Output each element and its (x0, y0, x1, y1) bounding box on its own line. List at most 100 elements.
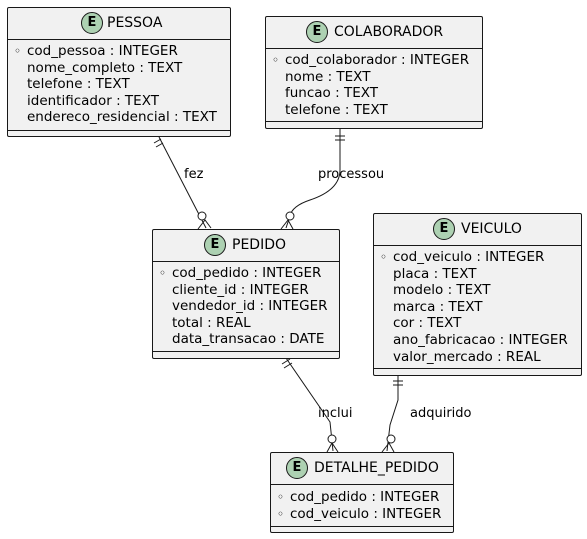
attribute-row: ◦cod_veiculo : INTEGER (271, 506, 453, 523)
entity-icon: E (286, 457, 308, 479)
divider (374, 368, 581, 369)
attribute-text: telefone : TEXT (27, 76, 130, 93)
attribute-row: nome_completo : TEXT (8, 60, 230, 77)
edge-processou-zero (285, 211, 295, 221)
attribute-text: placa : TEXT (393, 265, 477, 282)
entity-pessoa-title: PESSOA (107, 15, 163, 31)
entity-pedido-attributes: ◦ cod_pedido : INTEGER cliente_id : INTEG… (153, 265, 339, 348)
entity-pessoa-attributes: ◦ cod_pessoa : INTEGER nome_completo : TE… (8, 43, 230, 126)
attribute-text: data_transacao : DATE (172, 331, 325, 348)
edge-inclui-crow (326, 442, 339, 453)
entity-detalhe-pedido-title: DETALHE_PEDIDO (314, 460, 439, 476)
entity-veiculo-header: E VEICULO (374, 214, 581, 245)
edge-fez-one-bar2 (155, 142, 164, 148)
edge-processou-crow (280, 219, 294, 230)
attribute-row: modelo : TEXT (374, 282, 581, 299)
entity-icon: E (433, 218, 455, 240)
attribute-row: marca : TEXT (374, 299, 581, 316)
divider (8, 130, 230, 131)
entity-pedido[interactable]: E PEDIDO ◦ cod_pedido : INTEGER cliente_i… (152, 229, 340, 359)
divider (271, 484, 453, 485)
attribute-row: vendedor_id : INTEGER (153, 298, 339, 315)
entity-pessoa[interactable]: E PESSOA ◦ cod_pessoa : INTEGER nome_comp… (7, 7, 231, 137)
entity-colaborador[interactable]: E COLABORADOR ◦cod_colaborador : INTEGER… (265, 16, 483, 129)
attribute-row: funcao : TEXT (266, 85, 482, 102)
primary-key-icon: ◦ (380, 250, 388, 264)
entity-veiculo[interactable]: E VEICULO ◦ cod_veiculo : INTEGER placa :… (373, 213, 582, 376)
entity-detalhe-pedido-header: E DETALHE_PEDIDO (271, 453, 453, 484)
attribute-row: telefone : TEXT (266, 102, 482, 119)
entity-veiculo-attributes: ◦ cod_veiculo : INTEGER placa : TEXT mode… (374, 249, 581, 365)
attribute-row: ◦ cod_veiculo : INTEGER (374, 249, 581, 266)
attribute-text: endereco_residencial : TEXT (27, 109, 217, 126)
entity-icon: E (81, 12, 103, 34)
divider (271, 526, 453, 527)
attribute-text: funcao : TEXT (285, 85, 378, 102)
primary-key-icon: ◦ (277, 506, 285, 521)
entity-detalhe-pedido[interactable]: E DETALHE_PEDIDO ◦cod_pedido : INTEGER ◦… (270, 452, 454, 533)
label-processou: processou (318, 167, 385, 182)
attribute-row: ano_fabricacao : INTEGER (374, 332, 581, 349)
attribute-row: identificador : TEXT (8, 93, 230, 110)
attribute-text: ano_fabricacao : INTEGER (393, 331, 568, 348)
edge-fez-one-bar1 (153, 138, 162, 144)
edge-adquirido-zero (386, 434, 396, 444)
attribute-text: cod_pessoa : INTEGER (27, 43, 178, 59)
attribute-text: cor : TEXT (393, 315, 462, 332)
entity-detalhe-pedido-attributes: ◦cod_pedido : INTEGER ◦cod_veiculo : INT… (271, 489, 453, 522)
attribute-row: ◦cod_colaborador : INTEGER (266, 52, 482, 69)
attribute-text: cod_pedido : INTEGER (172, 265, 322, 281)
attribute-row: ◦ cod_pedido : INTEGER (153, 265, 339, 282)
primary-key-icon: ◦ (14, 44, 22, 58)
divider (153, 351, 339, 352)
attribute-row: cor : TEXT (374, 315, 581, 332)
attribute-text: identificador : TEXT (27, 92, 159, 109)
label-inclui: inclui (318, 406, 353, 421)
divider (266, 121, 482, 122)
attribute-text: cod_pedido : INTEGER (290, 489, 440, 505)
attribute-text: vendedor_id : INTEGER (172, 298, 328, 315)
attribute-text: nome : TEXT (285, 68, 371, 85)
attribute-text: cod_veiculo : INTEGER (393, 249, 545, 265)
attribute-row: endereco_residencial : TEXT (8, 109, 230, 126)
attribute-text: nome_completo : TEXT (27, 59, 183, 76)
attribute-text: cod_colaborador : INTEGER (285, 52, 470, 68)
attribute-text: telefone : TEXT (285, 101, 388, 118)
entity-icon: E (306, 21, 328, 43)
entity-colaborador-header: E COLABORADOR (266, 17, 482, 48)
attribute-row: ◦ cod_pessoa : INTEGER (8, 43, 230, 60)
entity-pedido-title: PEDIDO (232, 237, 286, 253)
attribute-row: total : REAL (153, 315, 339, 332)
attribute-text: valor_mercado : REAL (393, 348, 541, 365)
divider (8, 39, 230, 40)
entity-colaborador-attributes: ◦cod_colaborador : INTEGER nome : TEXT f… (266, 52, 482, 118)
edge-inclui-zero (327, 434, 337, 444)
attribute-row: placa : TEXT (374, 266, 581, 283)
edge-fez (158, 136, 207, 229)
attribute-row: ◦cod_pedido : INTEGER (271, 489, 453, 506)
attribute-row: valor_mercado : REAL (374, 349, 581, 366)
label-fez: fez (184, 167, 204, 182)
entity-icon: E (204, 234, 226, 256)
label-adquirido: adquirido (410, 406, 472, 421)
entity-pessoa-header: E PESSOA (8, 8, 230, 39)
edge-inclui-one-bar2 (283, 362, 293, 369)
primary-key-icon: ◦ (159, 266, 167, 280)
attribute-row: telefone : TEXT (8, 76, 230, 93)
edge-fez-crow (197, 219, 212, 230)
divider (153, 261, 339, 262)
attribute-text: marca : TEXT (393, 298, 483, 315)
entity-pedido-header: E PEDIDO (153, 230, 339, 261)
edge-inclui-one-bar1 (281, 358, 291, 365)
edge-fez-zero (197, 211, 207, 221)
attribute-text: cliente_id : INTEGER (172, 281, 309, 298)
entity-veiculo-title: VEICULO (461, 221, 522, 237)
entity-colaborador-title: COLABORADOR (334, 24, 444, 40)
divider (374, 245, 581, 246)
attribute-text: total : REAL (172, 314, 251, 331)
divider (266, 48, 482, 49)
attribute-row: data_transacao : DATE (153, 331, 339, 348)
attribute-text: modelo : TEXT (393, 282, 491, 299)
edge-inclui (285, 357, 334, 452)
